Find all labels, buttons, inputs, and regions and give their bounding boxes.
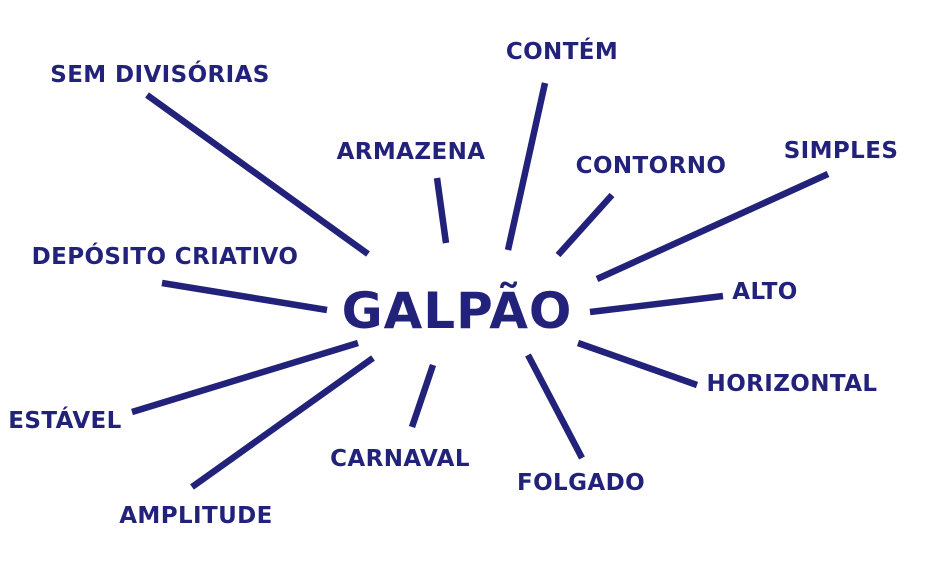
connector-line — [190, 355, 375, 490]
center-word: GALPÃO — [341, 282, 573, 340]
node-label: HORIZONTAL — [706, 371, 878, 397]
connector-line — [433, 177, 450, 244]
node-label: SEM DIVISÓRIAS — [50, 62, 270, 88]
connector-line — [525, 353, 585, 460]
connector-line — [504, 82, 549, 251]
connector-line — [595, 171, 830, 282]
connector-line — [576, 339, 699, 389]
node-label: ARMAZENA — [336, 139, 486, 165]
node-label: SIMPLES — [783, 138, 899, 164]
connector-line — [408, 363, 437, 429]
node-label: ESTÁVEL — [8, 408, 122, 434]
node-label: CARNAVAL — [330, 446, 470, 472]
connector-line — [161, 279, 328, 314]
connector-line — [555, 192, 615, 258]
connector-line — [589, 292, 724, 316]
connector-line — [131, 339, 359, 416]
node-label: FOLGADO — [516, 470, 646, 496]
node-label: AMPLITUDE — [119, 503, 273, 529]
node-label: CONTÉM — [505, 39, 619, 65]
node-label: ALTO — [732, 279, 798, 305]
connector-line — [145, 92, 370, 257]
node-label: CONTORNO — [575, 153, 727, 179]
node-label: DEPÓSITO CRIATIVO — [31, 244, 299, 270]
